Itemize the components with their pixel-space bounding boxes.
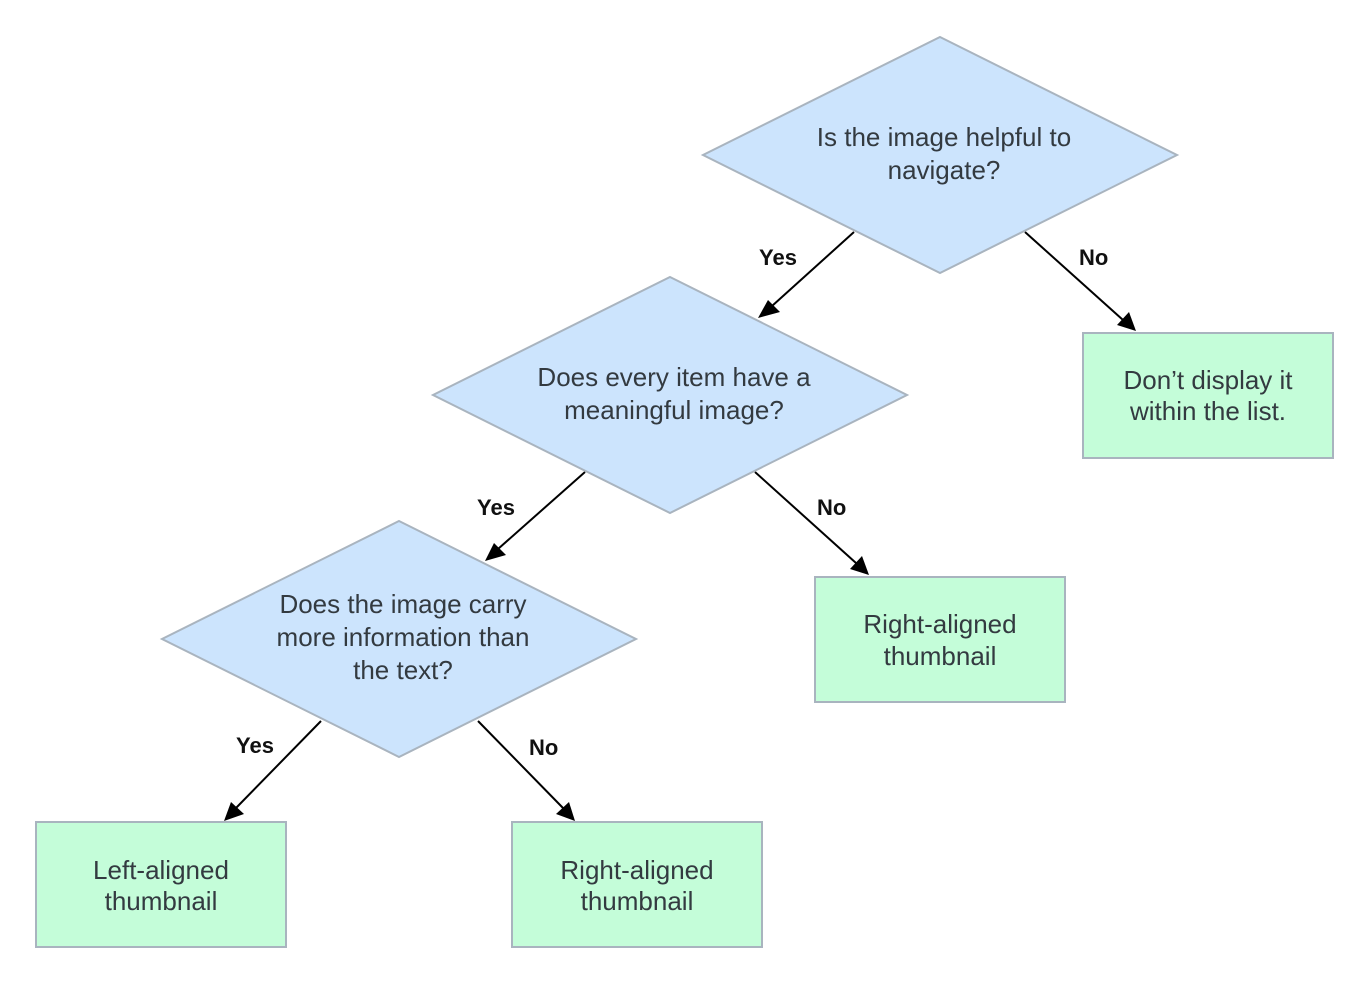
decision-text-line: more information than xyxy=(277,622,530,652)
edge-label-q3-yes: Yes xyxy=(236,733,274,758)
edge-label-q1-yes: Yes xyxy=(759,245,797,270)
decision-text-line: Does the image carry xyxy=(279,589,526,619)
decision-image-carry-more-information: Does the image carry more information th… xyxy=(159,519,639,759)
decision-diamond xyxy=(159,519,639,759)
edge-q1-no xyxy=(1024,231,1136,331)
outcome-dont-display: Don’t display it within the list. xyxy=(1082,332,1334,459)
decision-text-line: navigate? xyxy=(888,155,1001,185)
outcome-text-line: thumbnail xyxy=(581,886,694,916)
outcome-text-line: thumbnail xyxy=(884,641,997,671)
edge-q3-yes xyxy=(224,720,322,821)
edge-label-q2-yes: Yes xyxy=(477,495,515,520)
decision-every-item-meaningful-image: Does every item have a meaningful image? xyxy=(430,275,910,515)
decision-text-line: meaningful image? xyxy=(564,395,784,425)
decision-text-line: the text? xyxy=(353,655,453,685)
edge-q2-yes xyxy=(485,471,586,561)
outcome-text-line: Don’t display it xyxy=(1123,365,1293,395)
outcome-right-aligned-thumbnail-2: Right-aligned thumbnail xyxy=(511,821,763,948)
edge-q1-yes xyxy=(758,231,855,318)
outcome-text-line: Left-aligned xyxy=(93,855,229,885)
outcome-text-line: Right-aligned xyxy=(863,609,1016,639)
outcome-left-aligned-thumbnail: Left-aligned thumbnail xyxy=(35,821,287,948)
outcome-right-aligned-thumbnail: Right-aligned thumbnail xyxy=(814,576,1066,703)
edge-label-q2-no: No xyxy=(817,495,846,520)
decision-text-line: Does every item have a xyxy=(537,362,811,392)
decision-text-line: Is the image helpful to xyxy=(817,122,1071,152)
edge-label-q3-no: No xyxy=(529,735,558,760)
decision-diamond xyxy=(430,275,910,515)
outcome-text-line: within the list. xyxy=(1129,396,1286,426)
outcome-text-line: thumbnail xyxy=(105,886,218,916)
edge-label-q1-no: No xyxy=(1079,245,1108,270)
decision-helpful-to-navigate: Is the image helpful to navigate? xyxy=(700,35,1180,275)
outcome-box xyxy=(511,821,763,948)
decision-diamond xyxy=(700,35,1180,275)
outcome-text-line: Right-aligned xyxy=(560,855,713,885)
outcome-box xyxy=(814,576,1066,703)
outcome-box xyxy=(1082,332,1334,459)
edge-q3-no xyxy=(477,720,575,821)
edge-q2-no xyxy=(754,471,869,575)
outcome-box xyxy=(35,821,287,948)
